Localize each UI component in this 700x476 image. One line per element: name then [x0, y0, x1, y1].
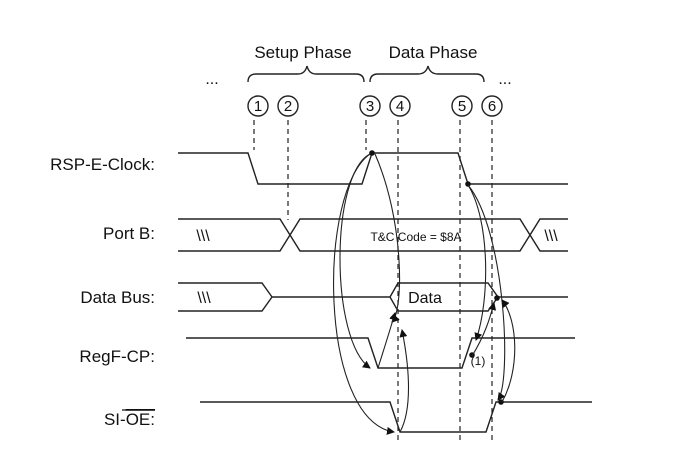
signal-label-rsp-e-clock: RSP-E-Clock: [50, 155, 155, 174]
svg-text:5: 5 [458, 98, 466, 115]
regf-cp-waveform [186, 337, 575, 369]
port-b-hatch-left: \\\ [196, 228, 210, 245]
data-phase-brace [369, 65, 485, 83]
data-bus-data-label: Data [408, 290, 442, 307]
si-oe-waveform [200, 401, 592, 433]
svg-text:4: 4 [396, 98, 404, 115]
port-b-waveform [178, 218, 568, 252]
setup-phase-brace [247, 65, 365, 83]
data-end-dot [494, 295, 500, 301]
causality-arrows [333, 150, 516, 435]
clock-rise-dot [369, 150, 375, 156]
svg-text:6: 6 [488, 98, 496, 115]
data-bus-waveform [178, 282, 568, 312]
signal-label-regf-cp: RegF-CP: [79, 347, 155, 366]
svg-text:2: 2 [284, 98, 292, 115]
signal-label-port-b: Port B: [103, 224, 155, 243]
marker-4: 4 [389, 95, 411, 117]
svg-text:1: 1 [254, 98, 262, 115]
marker-6: 6 [481, 95, 503, 117]
data-bus-hatch: \\\ [197, 290, 211, 307]
marker-3: 3 [359, 95, 381, 117]
data-phase-label: Data Phase [389, 43, 478, 62]
marker-1: 1 [247, 95, 269, 117]
setup-phase-label: Setup Phase [254, 43, 351, 62]
rsp-e-clock-waveform [178, 152, 568, 185]
port-b-hatch-right: \\\ [544, 228, 558, 245]
svg-text:3: 3 [366, 98, 374, 115]
marker-2: 2 [277, 95, 299, 117]
ellipsis-right: ... [498, 71, 511, 88]
svg-text:SI-OE:: SI-OE: [104, 410, 155, 429]
clock-fall-dot [465, 181, 471, 187]
signal-label-si-oe: SI-OE: [104, 409, 155, 429]
regf-cp-note: (1) [471, 354, 486, 368]
marker-5: 5 [451, 95, 473, 117]
signal-label-data-bus: Data Bus: [80, 288, 155, 307]
port-b-tc-code: T&C Code = $8A [370, 230, 461, 244]
ellipsis-left: ... [205, 71, 218, 88]
